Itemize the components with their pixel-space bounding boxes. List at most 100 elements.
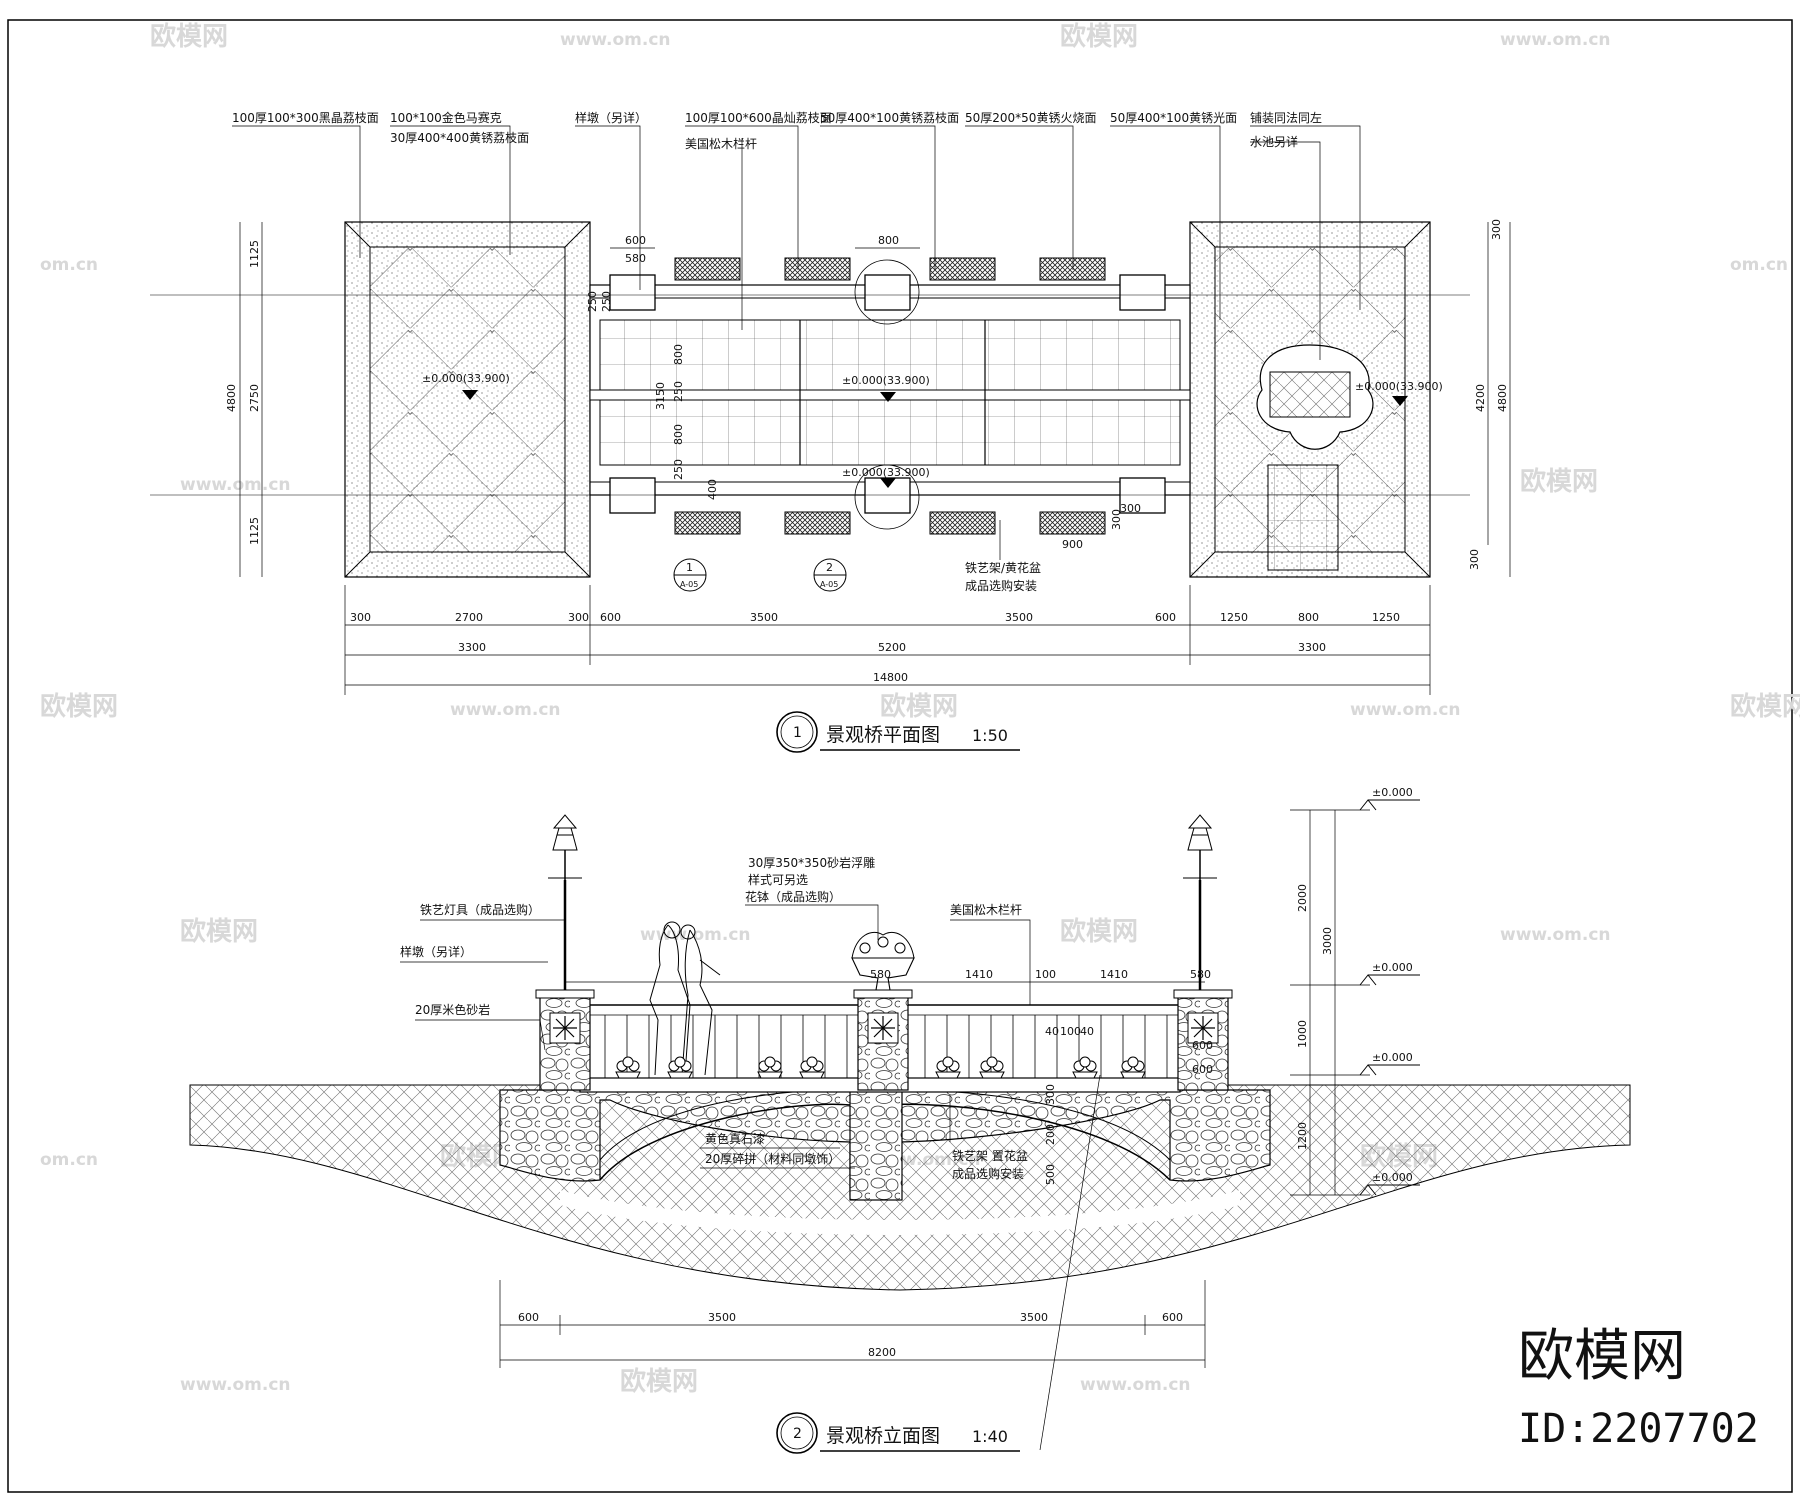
dim-text: 1250 [1220, 611, 1248, 624]
lamp-right [1183, 814, 1217, 990]
watermark: www.om.cn [180, 475, 291, 495]
elevation-scale: 1:40 [972, 1427, 1008, 1446]
bridge-elevation-view [189, 799, 1631, 1454]
plan-number: 1 [793, 725, 802, 741]
section-ref-sheet: A-05 [680, 580, 698, 589]
dim-text: 800 [1298, 611, 1319, 624]
watermark: www.om.cn [180, 1375, 291, 1395]
rail-post [864, 274, 911, 311]
watermark: 欧模网 [180, 916, 258, 947]
elevation-callout: 花钵（成品选购） [745, 889, 841, 904]
dim-text: 100 [1035, 968, 1056, 981]
dim-text: 14800 [873, 671, 908, 684]
dim-text: 600 [1155, 611, 1176, 624]
dim-text: 800 [672, 344, 685, 365]
dim-text: 4800 [225, 384, 238, 412]
watermark: 欧模网 [1520, 466, 1598, 497]
plan-labels: 100厚100*300黑晶荔枝面 100*100金色马赛克 30厚400*400… [225, 110, 1509, 746]
dim-text: 500 [1044, 1164, 1057, 1185]
elevation-callout: 黄色真石漆 [705, 1132, 765, 1146]
dim-text: 300 [1468, 549, 1481, 570]
dim-text: 300 [568, 611, 589, 624]
fountain-steps [1267, 464, 1339, 571]
dim-text: 250 [672, 459, 685, 480]
flower-grate [784, 257, 851, 281]
flower-grate [1039, 511, 1106, 535]
post-radius [854, 259, 920, 325]
watermark: om.cn [40, 1150, 98, 1170]
plan-elevation-mark: ±0.000(33.900) [842, 466, 930, 479]
plan-elevation-mark: ±0.000(33.900) [422, 372, 510, 385]
level-markers [1359, 799, 1420, 1196]
flower-pot [757, 1056, 783, 1079]
plan-callout: 50厚400*100黄锈荔枝面 [820, 110, 959, 125]
plan-callout: 美国松木栏杆 [685, 136, 757, 151]
left-platform-paving [369, 246, 566, 553]
plan-title-block [776, 711, 1020, 753]
dim-text: 3500 [1020, 1311, 1048, 1324]
flower-grate [929, 511, 996, 535]
plan-callout: 铁艺架/黄花盆 [965, 560, 1041, 575]
dim-text: 600 [625, 234, 646, 247]
section-ref-sheet: A-05 [820, 580, 838, 589]
flower-grate [674, 257, 741, 281]
watermark: 欧模网 [1060, 916, 1138, 947]
dim-text: 2000 [1296, 884, 1309, 912]
dim-text: 1410 [1100, 968, 1128, 981]
plan-title: 景观桥平面图 [826, 724, 940, 746]
watermark: www.om.cn [450, 700, 561, 720]
watermark: om.cn [1730, 255, 1788, 275]
dim-text: 580 [1190, 968, 1211, 981]
elevation-callout: 美国松木栏杆 [950, 902, 1022, 917]
dim-text: 580 [870, 968, 891, 981]
dim-text: 900 [1062, 538, 1083, 551]
watermark: www.om.cn [560, 30, 671, 50]
people-figures [649, 921, 721, 1076]
plan-callout: 100厚100*300黑晶荔枝面 [232, 110, 379, 125]
elevation-title: 景观桥立面图 [826, 1425, 940, 1447]
fountain-pool [1269, 371, 1351, 418]
dim-text: 300 [350, 611, 371, 624]
watermark: www.om.cn [640, 925, 751, 945]
section-ref-2 [813, 558, 847, 592]
flower-grate [929, 257, 996, 281]
dim-text: 300 [1044, 1084, 1057, 1105]
dim-text: 600 [600, 611, 621, 624]
dim-text: 600 [1192, 1039, 1213, 1052]
corner-brand: 欧模网 ID:2207702 [1518, 1324, 1759, 1452]
bridge-plan-view [150, 125, 1511, 753]
watermark: www.om.cn [1500, 925, 1611, 945]
rail-post [609, 477, 656, 514]
plan-callout: 样墩（另详） [575, 110, 647, 125]
flower-pot [1120, 1056, 1146, 1079]
dim-text: 800 [672, 424, 685, 445]
post-radius [854, 464, 920, 530]
dim-text: 1250 [1372, 611, 1400, 624]
watermark: 欧模网 [150, 21, 228, 52]
elevation-number: 2 [793, 1426, 802, 1442]
dim-text: 100 [1060, 1025, 1081, 1038]
flower-pot [615, 1056, 641, 1079]
pier-center [853, 989, 913, 1091]
dim-text: 3500 [750, 611, 778, 624]
dim-text: 2700 [455, 611, 483, 624]
section-ref-number: 1 [686, 561, 693, 574]
plan-callout: 100*100金色马赛克 [390, 110, 502, 125]
dim-text: 300 [1110, 509, 1123, 530]
rail-post [1119, 274, 1166, 311]
elevation-dimension-lines [499, 809, 1370, 1368]
elevation-callout: 20厚米色砂岩 [415, 1002, 490, 1017]
watermark: 欧模网 [1730, 691, 1800, 722]
plan-dimension-lines [239, 222, 1511, 695]
elevation-callout: 样式可另选 [748, 872, 808, 887]
plan-callout: 30厚400*400黄锈荔枝面 [390, 130, 529, 145]
watermark: 欧模网 [40, 691, 118, 722]
plan-scale: 1:50 [972, 726, 1008, 745]
dim-text: 600 [1192, 1063, 1213, 1076]
elevation-callout: 20厚碎拼（材料同墩饰） [705, 1151, 840, 1166]
dim-text: 300 [1490, 219, 1503, 240]
flower-pot [935, 1056, 961, 1079]
dim-text: 600 [1162, 1311, 1183, 1324]
